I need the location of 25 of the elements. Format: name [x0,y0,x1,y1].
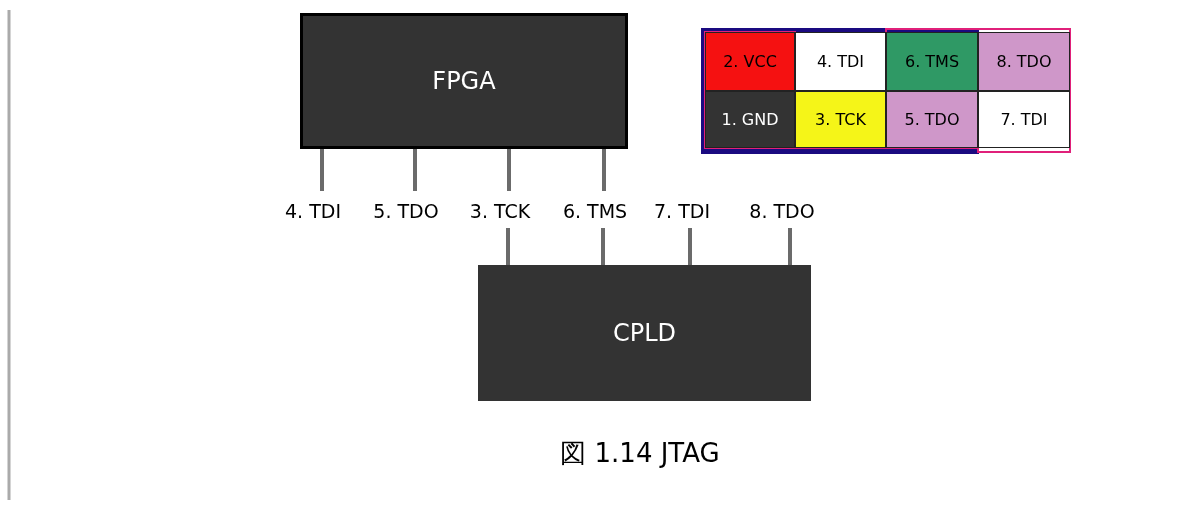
pin-line [788,228,792,265]
pin-line [688,228,692,265]
connector-pin-cell: 7. TDI [978,91,1070,148]
connector-pin-cell: 2. VCC [705,32,795,91]
pin-label: 5. TDO [370,198,442,224]
pin-line [413,149,417,191]
connector-pin-cell: 8. TDO [978,32,1070,91]
pin-line [320,149,324,191]
pin-line [601,228,605,265]
pin-line [507,149,511,191]
pin-label: 8. TDO [742,198,822,224]
connector-pin-cell: 6. TMS [886,32,978,91]
figure-caption: 図 1.14 JTAG [559,437,721,470]
connector-pin-cell: 5. TDO [886,91,978,148]
pin-label: 3. TCK [463,198,537,224]
connector-pin-cell: 4. TDI [795,32,886,91]
pin-label: 7. TDI [647,198,717,224]
pin-line [602,149,606,191]
pin-label: 6. TMS [557,198,633,224]
connector-pin-cell: 1. GND [705,91,795,148]
connector-pin-cell: 3. TCK [795,91,886,148]
pin-line [506,228,510,265]
fpga-chip: FPGA [300,13,628,149]
cpld-chip: CPLD [478,265,811,401]
pin-label: 4. TDI [278,198,348,224]
